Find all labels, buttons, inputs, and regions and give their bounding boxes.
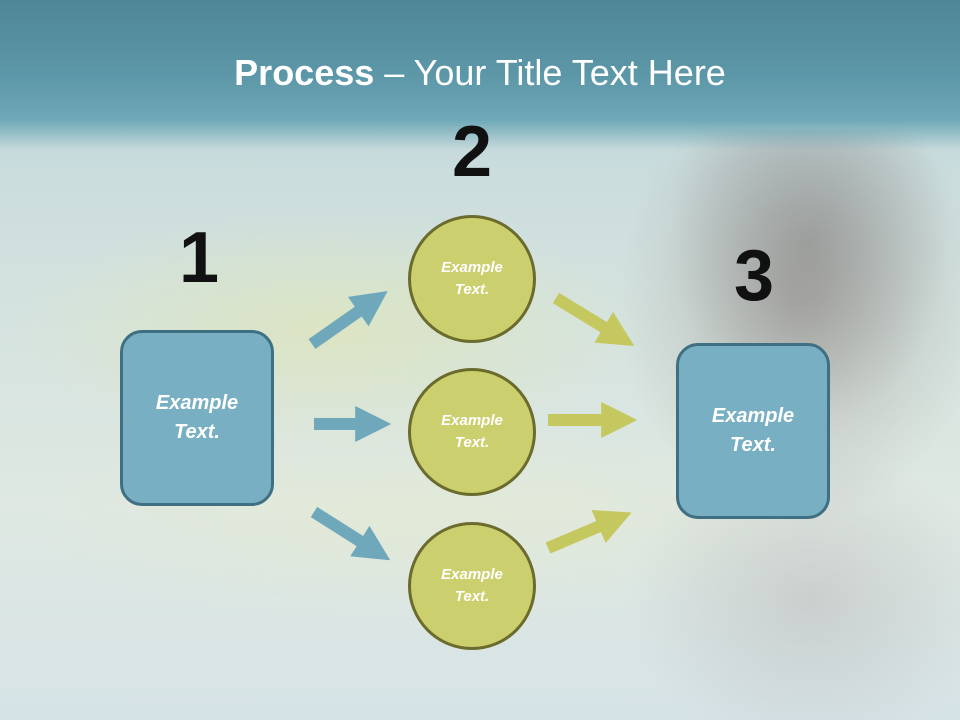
step-2-circle-bottom: Example Text.: [408, 522, 536, 650]
slide-title: Process – Your Title Text Here: [0, 52, 960, 94]
arrow-2c-to-3: [545, 509, 632, 554]
step-number-2: 2: [451, 112, 493, 192]
step-2-circle-top: Example Text.: [408, 215, 536, 343]
step-1-text: Example Text.: [155, 392, 239, 443]
header-band: [0, 0, 960, 150]
step-2-circle-middle: Example Text.: [408, 368, 536, 496]
step-number-1: 1: [178, 218, 220, 298]
circle-top-text: Example Text.: [441, 258, 503, 299]
step-3-box: Example Text.: [676, 343, 830, 519]
arrow-1-to-2a: [308, 290, 388, 349]
step-3-text: Example Text.: [711, 405, 795, 456]
circle-bottom-text: Example Text.: [441, 565, 503, 606]
circle-middle-text: Example Text.: [441, 411, 503, 452]
step-number-3: 3: [733, 236, 775, 316]
arrow-1-to-2c: [310, 506, 391, 561]
arrow-2a-to-3: [552, 292, 635, 347]
step-1-box: Example Text.: [120, 330, 274, 506]
title-rest: – Your Title Text Here: [374, 52, 726, 93]
title-bold: Process: [234, 52, 375, 93]
